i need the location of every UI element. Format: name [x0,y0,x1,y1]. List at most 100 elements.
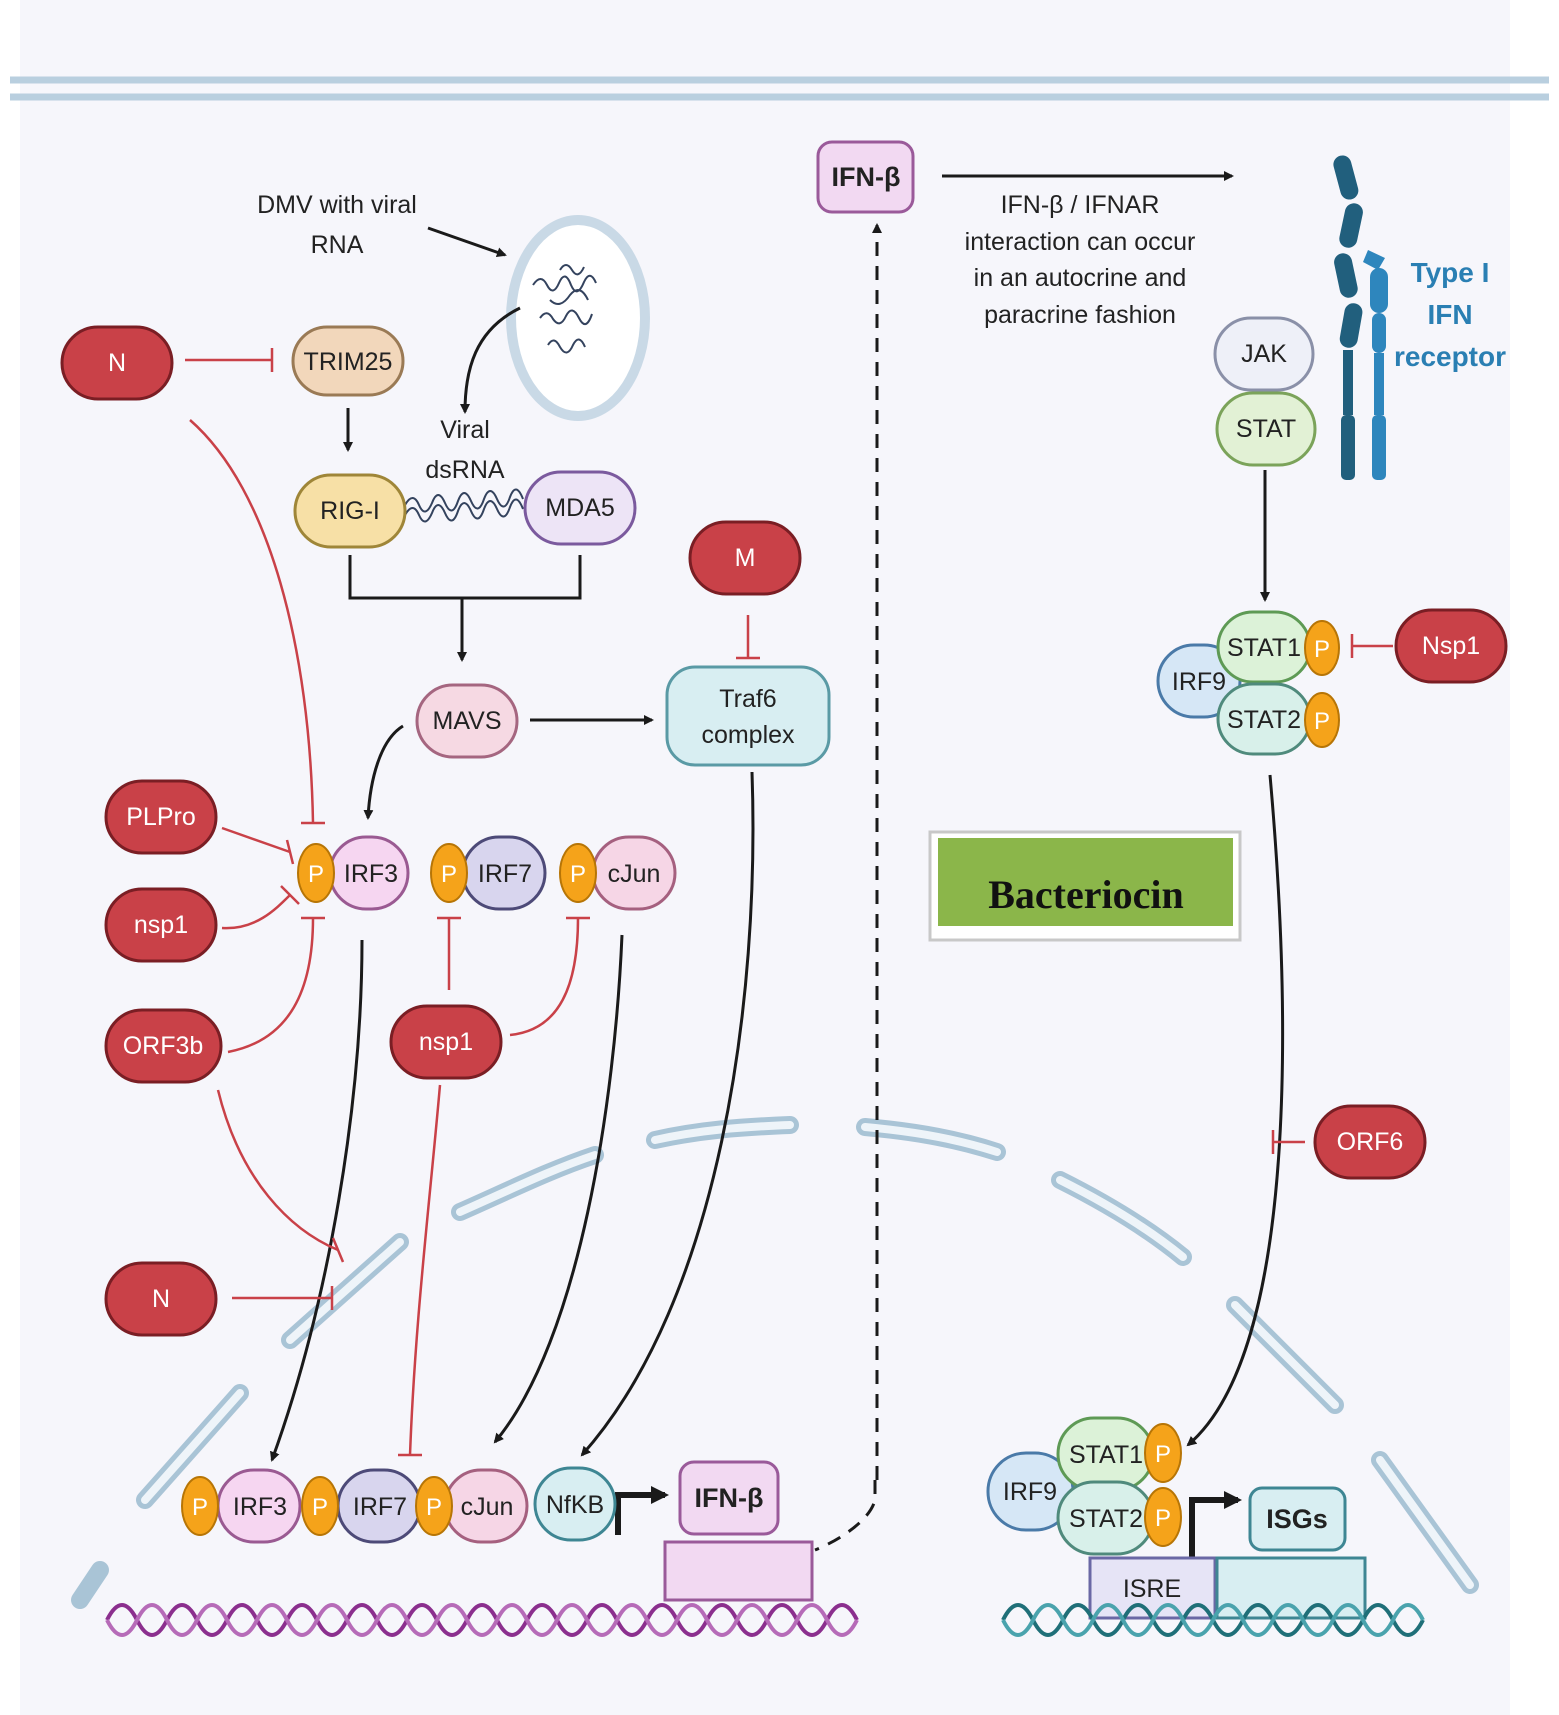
cell-membrane [10,76,1549,101]
dmv-label-line2: RNA [311,231,364,259]
viral-protein-nsp1-mid: nsp1 [389,1004,503,1080]
mda5-node: MDA5 [523,470,637,546]
phospho-marker [1304,692,1340,748]
irf7-label: IRF7 [478,860,532,888]
mavs-label: MAVS [433,707,502,735]
receptor-label-line1: Type I [1411,257,1490,288]
irf9-label: IRF9 [1172,668,1226,696]
irf3-nucleus-label: IRF3 [233,1493,287,1521]
phospho-marker [415,1476,453,1536]
trim25-label: TRIM25 [304,348,393,376]
ifnb-top-label: IFN-β [832,162,901,192]
viral-dsrna-label-line2: dsRNA [425,456,505,484]
ifnb-gene-label: IFN-β [695,1483,764,1513]
nuclear-transcription-complex: IRF3 P IRF7 P cJun P NfKB IFN-β [181,1460,814,1602]
dna-helix-left [105,1603,859,1637]
viral-dsrna-label-line1: Viral [440,416,490,444]
bacteriocin-label: Bacteriocin [988,872,1184,917]
phospho-marker [301,1476,339,1536]
stat2-label: STAT2 [1227,706,1301,734]
viral-protein-n-top: N [60,325,174,401]
viral-protein-nsp1-left: nsp1 [104,887,218,963]
cjun-cytoplasm: cJun P [559,835,677,911]
viral-protein-plpro: PLPro [104,779,218,855]
nsp1-left-label: nsp1 [134,911,188,939]
n-bottom-label: N [152,1285,170,1313]
phospho-label: P [426,1494,442,1521]
phospho-marker [297,843,335,903]
cell-background [20,0,1510,1715]
mda5-label: MDA5 [545,494,614,522]
trim25-node: TRIM25 [291,325,405,397]
irf3-label: IRF3 [344,860,398,888]
nsp1-right-label: Nsp1 [1422,632,1480,660]
plpro-label: PLPro [126,803,195,831]
nsp1-mid-label: nsp1 [419,1028,473,1056]
dna-helix-right [1001,1603,1425,1637]
viral-dsrna-squiggle [404,488,524,523]
nfkb-nucleus [533,1466,617,1542]
isgf3-cytoplasm: IRF9 STAT1 STAT2 P P [1156,610,1340,756]
isgs-box [1248,1486,1347,1552]
phospho-marker [559,843,597,903]
viral-protein-nsp1-right: Nsp1 [1394,608,1508,684]
phospho-marker [1144,1487,1182,1547]
viral-protein-n-bottom: N [104,1261,218,1337]
orf6-label: ORF6 [1337,1128,1404,1156]
phospho-label: P [312,1494,328,1521]
ifnar-note-line1: IFN-β / IFNAR [1001,191,1160,219]
phospho-label: P [308,861,324,888]
irf7-cytoplasm: IRF7 P [430,835,547,911]
cjun-nucleus-label: cJun [461,1493,514,1521]
dmv-vesicle [506,215,650,421]
traf6-complex-node: Traf6 complex [665,665,831,767]
stat2-nucleus-label: STAT2 [1069,1505,1143,1533]
stat1-label: STAT1 [1227,634,1301,662]
phospho-marker [430,843,468,903]
irf9-nucleus-label: IRF9 [1003,1478,1057,1506]
traf6-label-line1: Traf6 [719,685,776,713]
phospho-label: P [1314,636,1330,663]
stat1-nucleus-label: STAT1 [1069,1441,1143,1469]
viral-protein-orf3b: ORF3b [104,1008,223,1084]
bacteriocin-banner: Bacteriocin [928,830,1242,942]
phospho-label: P [192,1494,208,1521]
orf3b-label: ORF3b [123,1032,204,1060]
rig-i-label: RIG-I [320,497,380,525]
stat-node: STAT [1215,391,1317,467]
phospho-marker [181,1476,219,1536]
phospho-marker [1144,1423,1182,1483]
jak-label: JAK [1241,340,1287,368]
ifnar-note-line2: interaction can occur [965,228,1196,256]
receptor-label-line3: receptor [1394,341,1506,372]
isre-label: ISRE [1123,1575,1181,1603]
n-top-label: N [108,349,126,377]
ifnar-note-line3: in an autocrine and [974,264,1187,292]
receptor-label-line2: IFN [1427,299,1472,330]
phospho-label: P [1314,708,1330,735]
inhibition-lines [185,348,1393,1457]
phospho-label: P [441,861,457,888]
phospho-label: P [570,861,586,888]
phospho-marker [1304,620,1340,676]
viral-protein-m: M [688,520,802,596]
ifnb-gene-product [678,1460,780,1536]
isgf3-nucleus: IRF9 STAT1 STAT2 P P ISRE ISGs [986,1416,1367,1620]
activation-arrows [270,171,1285,1552]
nfkb-label: NfKB [546,1491,604,1519]
transcription-arrow-isgs [1189,1491,1242,1560]
irf7-nucleus-label: IRF7 [353,1493,407,1521]
type-i-ifn-receptor [1333,155,1388,480]
jak-node: JAK [1213,316,1315,392]
irf3-cytoplasm: IRF3 P [297,835,410,911]
transcription-arrow-ifnb [615,1486,669,1535]
dmv-label-line1: DMV with viral [257,191,417,219]
ifnb-promoter-box [663,1540,814,1602]
traf6-label-line2: complex [701,721,795,749]
cjun-label: cJun [608,860,661,888]
ifnb-top-node: IFN-β [816,140,915,214]
m-label: M [735,544,756,572]
phospho-label: P [1155,1441,1171,1468]
stat-label: STAT [1236,415,1296,443]
